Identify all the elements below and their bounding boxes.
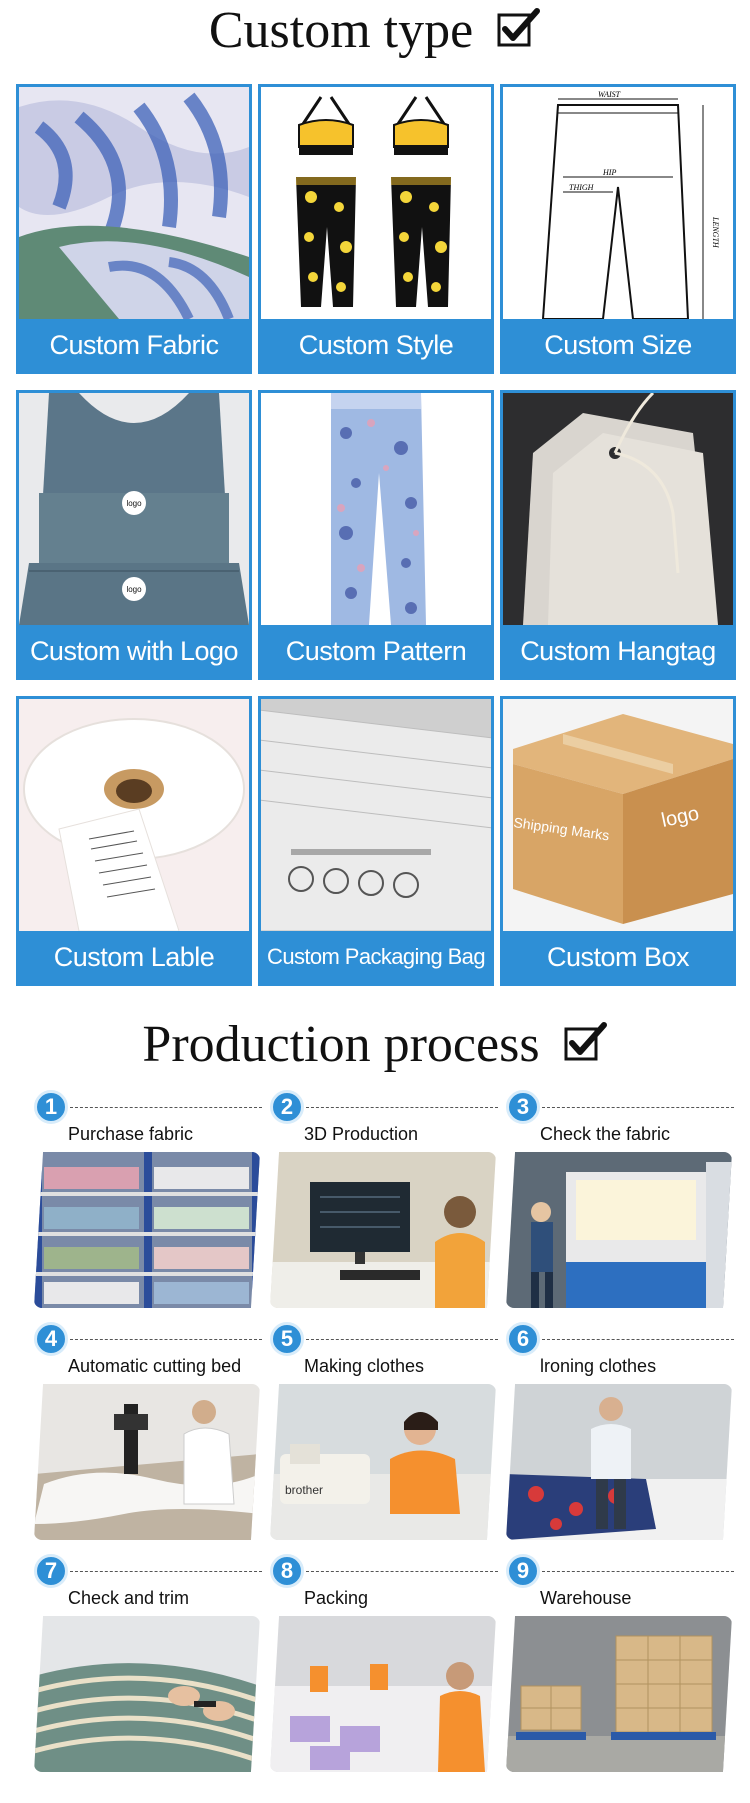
step-label: Making clothes (304, 1356, 425, 1376)
custom-type-heading: Custom type (0, 0, 750, 60)
size-chart-photo: WAIST HIP THIGH LENGTH (503, 87, 733, 319)
process-step-7: 7 Check and trim (34, 1554, 264, 1776)
step-label: Automatic cutting bed (68, 1356, 242, 1376)
step-number: 2 (270, 1090, 304, 1124)
step-label: Packing (304, 1588, 369, 1608)
check-trim-photo (34, 1616, 260, 1772)
waist-label: WAIST (598, 90, 621, 99)
fabric-photo (19, 87, 249, 319)
custom-logo-card[interactable]: logo logo Custom with Logo (16, 390, 252, 680)
bra-logo-text: logo (126, 499, 142, 508)
legging-logo-text: logo (126, 585, 142, 594)
production-process-heading: Production process (0, 1010, 750, 1078)
hangtag-photo (503, 393, 733, 625)
custom-fabric-card[interactable]: Custom Fabric (16, 84, 252, 374)
custom-size-card[interactable]: WAIST HIP THIGH LENGTH Custom Size (500, 84, 736, 374)
process-step-8: 8 Packing (270, 1554, 500, 1776)
purchase-fabric-photo (34, 1152, 260, 1308)
step-label: Warehouse (540, 1588, 632, 1608)
ironing-clothes-photo (506, 1384, 732, 1540)
style-photo (261, 87, 491, 319)
step-number: 5 (270, 1322, 304, 1356)
check-fabric-photo (506, 1152, 732, 1308)
step-label: lroning clothes (540, 1356, 657, 1376)
warehouse-photo (506, 1616, 732, 1772)
step-number: 1 (34, 1090, 68, 1124)
checkbox-checked-icon (564, 1015, 608, 1074)
step-label: Check and trim (68, 1588, 190, 1608)
custom-size-label: Custom Size (503, 319, 733, 371)
production-process-title: Production process (142, 1015, 540, 1073)
machine-brand-text: brother (285, 1483, 323, 1497)
custom-hangtag-card[interactable]: Custom Hangtag (500, 390, 736, 680)
process-step-9: 9 Warehouse (506, 1554, 736, 1776)
3d-production-photo (270, 1152, 496, 1308)
step-label: Purchase fabric (68, 1124, 194, 1144)
step-number: 4 (34, 1322, 68, 1356)
logo-photo: logo logo (19, 393, 249, 625)
step-number: 3 (506, 1090, 540, 1124)
process-step-2: 2 3D Production (270, 1090, 500, 1312)
length-label: LENGTH (711, 216, 720, 249)
step-number: 9 (506, 1554, 540, 1588)
step-number: 8 (270, 1554, 304, 1588)
step-label: 3D Production (304, 1124, 419, 1144)
packaging-bag-photo (261, 699, 491, 931)
box-photo: Shipping Marks logo (503, 699, 733, 931)
custom-fabric-label: Custom Fabric (19, 319, 249, 371)
process-step-6: 6 lroning clothes (506, 1322, 736, 1544)
custom-box-card[interactable]: Shipping Marks logo Custom Box (500, 696, 736, 986)
custom-packaging-bag-label: Custom Packaging Bag (261, 931, 491, 983)
thigh-label: THIGH (569, 183, 595, 192)
process-step-4: 4 Automatic cutting bed (34, 1322, 264, 1544)
process-step-1: 1 Purchase fabric (34, 1090, 264, 1312)
custom-logo-label: Custom with Logo (19, 625, 249, 677)
custom-pattern-label: Custom Pattern (261, 625, 491, 677)
process-step-5: 5 Making clothes brother (270, 1322, 500, 1544)
custom-hangtag-label: Custom Hangtag (503, 625, 733, 677)
custom-lable-card[interactable]: Custom Lable (16, 696, 252, 986)
label-roll-photo (19, 699, 249, 931)
process-step-3: 3 Check the fabric (506, 1090, 736, 1312)
custom-pattern-card[interactable]: Custom Pattern (258, 390, 494, 680)
pattern-photo (261, 393, 491, 625)
custom-style-label: Custom Style (261, 319, 491, 371)
step-number: 6 (506, 1322, 540, 1356)
custom-packaging-bag-card[interactable]: Custom Packaging Bag (258, 696, 494, 986)
hip-label: HIP (602, 168, 616, 177)
packing-photo (270, 1616, 496, 1772)
custom-style-card[interactable]: Custom Style (258, 84, 494, 374)
checkbox-checked-icon (497, 1, 541, 60)
making-clothes-photo: brother (270, 1384, 496, 1540)
step-label: Check the fabric (540, 1124, 671, 1144)
custom-type-title: Custom type (208, 1, 474, 59)
custom-box-label: Custom Box (503, 931, 733, 983)
cutting-bed-photo (34, 1384, 260, 1540)
step-number: 7 (34, 1554, 68, 1588)
custom-lable-label: Custom Lable (19, 931, 249, 983)
